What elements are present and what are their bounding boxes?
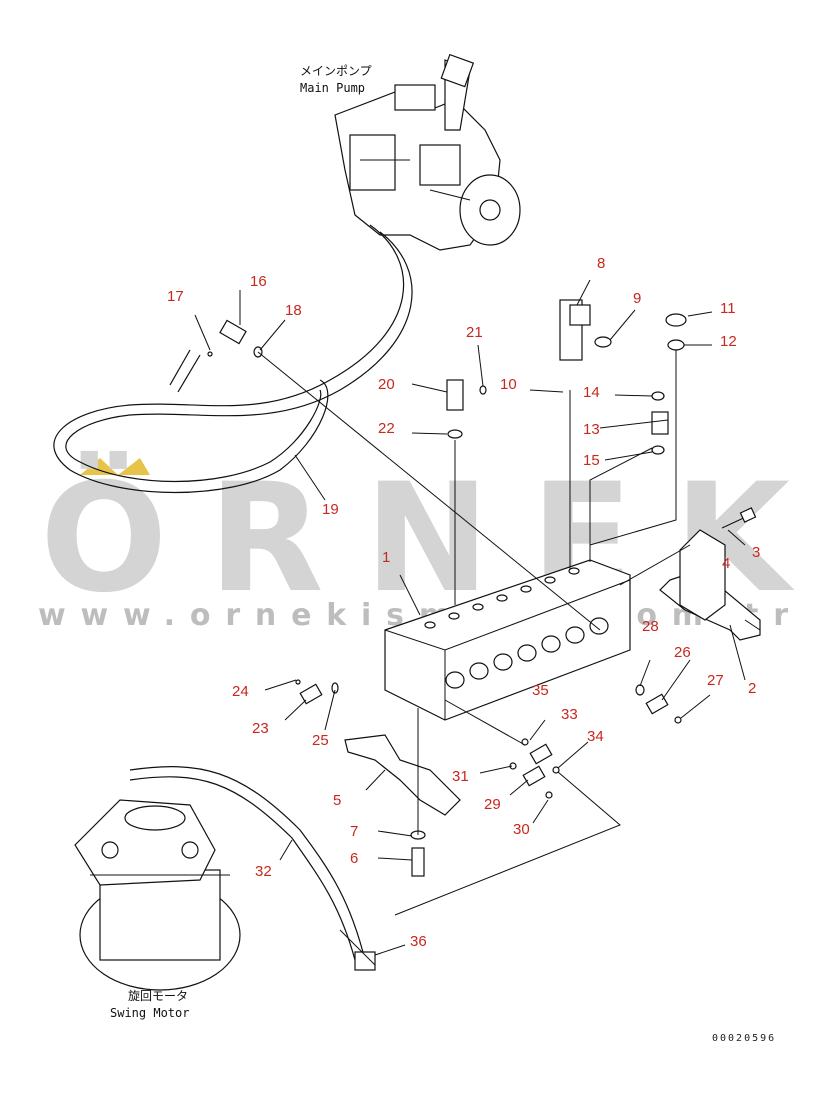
callout-16: 16 <box>250 273 267 290</box>
elbow-16 <box>219 319 247 345</box>
oring-24 <box>295 679 301 685</box>
port-hole <box>520 585 532 593</box>
port-hole <box>472 603 484 611</box>
spool-end <box>493 653 513 671</box>
spool-end <box>589 617 609 635</box>
swing-motor-label-en: Swing Motor <box>110 1006 189 1020</box>
callout-13: 13 <box>583 421 600 438</box>
oring-12 <box>667 339 685 351</box>
callout-22: 22 <box>378 420 395 437</box>
port-hole <box>568 567 580 575</box>
hose-19 <box>53 224 413 494</box>
callout-36: 36 <box>410 933 427 950</box>
main-pump-label-jp: メインポンプ <box>300 64 372 78</box>
oring-15 <box>651 445 665 455</box>
callouts: 1 2 3 4 5 6 7 8 9 11 12 13 14 15 16 17 1… <box>167 255 760 950</box>
callout-14: 14 <box>583 384 600 401</box>
oring-14 <box>651 391 665 401</box>
elbow-23 <box>299 683 323 705</box>
elbow-8 <box>559 299 591 361</box>
callout-10: 10 <box>500 376 517 393</box>
port-hole <box>424 621 436 629</box>
callout-3: 3 <box>752 544 760 561</box>
callout-21: 21 <box>466 324 483 341</box>
swing-motor <box>74 799 241 991</box>
leader-lines <box>194 279 761 966</box>
callout-17: 17 <box>167 288 184 305</box>
callout-5: 5 <box>333 792 341 809</box>
oring-22 <box>447 429 463 439</box>
oring-34 <box>552 766 560 774</box>
elbow-20 <box>446 379 464 411</box>
callout-20: 20 <box>378 376 395 393</box>
callout-12: 12 <box>720 333 737 350</box>
callout-4: 4 <box>722 555 730 572</box>
callout-25: 25 <box>312 732 329 749</box>
union-33 <box>529 743 553 765</box>
oring-25 <box>331 682 339 694</box>
bolt-3 <box>721 507 757 529</box>
spool-end <box>445 671 465 689</box>
main-pump-label-en: Main Pump <box>300 81 365 95</box>
callout-2: 2 <box>748 680 756 697</box>
watermark-accent-right <box>118 458 150 475</box>
hose-32 <box>129 766 376 971</box>
watermark-accent-left <box>80 458 118 475</box>
oring-17 <box>207 351 213 357</box>
port-hole <box>544 576 556 584</box>
swing-motor-label-jp: 旋回モータ <box>128 989 188 1003</box>
callout-8: 8 <box>597 255 605 272</box>
callout-28: 28 <box>642 618 659 635</box>
callout-27: 27 <box>707 672 724 689</box>
spool-end <box>541 635 561 653</box>
callout-26: 26 <box>674 644 691 661</box>
oring-30 <box>545 791 553 799</box>
oring-28 <box>635 684 645 696</box>
callout-1: 1 <box>382 549 390 566</box>
bracket-4 <box>679 529 726 621</box>
port-hole <box>448 612 460 620</box>
callout-11: 11 <box>720 300 736 317</box>
callout-24: 24 <box>232 683 249 700</box>
clamp-5 <box>344 734 461 816</box>
callout-6: 6 <box>350 850 358 867</box>
spool-end <box>469 662 489 680</box>
oring-9 <box>594 336 612 348</box>
oring-21 <box>479 385 487 395</box>
spool-end <box>517 644 537 662</box>
union-13 <box>651 411 669 435</box>
callout-30: 30 <box>513 821 530 838</box>
callout-31: 31 <box>452 768 469 785</box>
document-number: 00020596 <box>712 1033 776 1044</box>
main-pump <box>334 53 521 251</box>
spool-end <box>565 626 585 644</box>
callout-7: 7 <box>350 823 358 840</box>
callout-9: 9 <box>633 290 641 307</box>
callout-23: 23 <box>252 720 269 737</box>
callout-32: 32 <box>255 863 272 880</box>
callout-15: 15 <box>583 452 600 469</box>
control-valve <box>384 559 631 721</box>
callout-33: 33 <box>561 706 578 723</box>
callout-19: 19 <box>322 501 339 518</box>
port-hole <box>496 594 508 602</box>
bolt-6 <box>411 847 425 877</box>
callout-35: 35 <box>532 682 549 699</box>
oring-27 <box>674 716 682 724</box>
callout-29: 29 <box>484 796 501 813</box>
callout-34: 34 <box>587 728 604 745</box>
oring-11 <box>665 313 687 327</box>
union-29 <box>522 765 546 787</box>
callout-18: 18 <box>285 302 302 319</box>
